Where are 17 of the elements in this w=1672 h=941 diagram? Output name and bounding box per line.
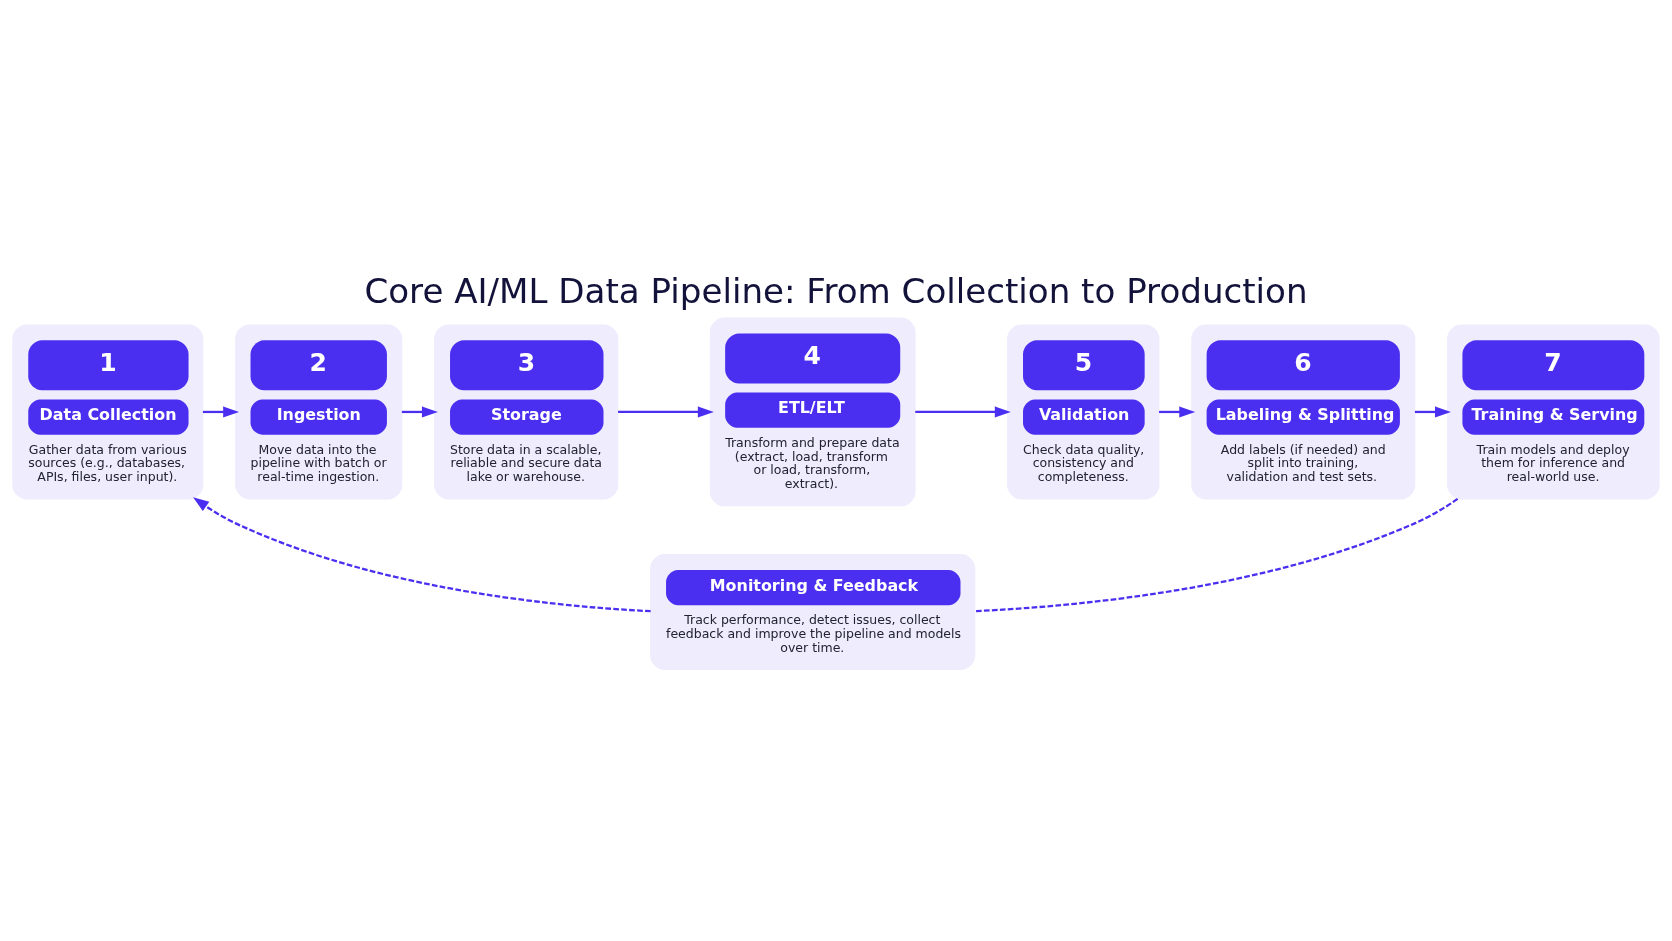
node-box: 6 Labeling & Splitting Add labels (if needed) and split into training, validation and test sets. <box>1191 324 1416 500</box>
arrow <box>915 406 1011 418</box>
node-box: 7 Training & Serving Train models and deploy them for inference and real-world use. <box>1447 324 1660 500</box>
arrow <box>193 497 651 613</box>
connector <box>974 498 1459 613</box>
node-box: 2 Ingestion Move data into the pipeline with batch or real-time ingestion. <box>235 324 403 500</box>
diagram-title: Core AI/ML Data Pipeline: From Collection to Production <box>364 271 1308 312</box>
arrow <box>401 406 438 418</box>
node-box: Monitoring & Feedback Track performance, detect issues, collect feedback and improve the pipeline and models over time. <box>650 554 976 671</box>
arrow <box>1159 406 1196 418</box>
arrow <box>202 406 240 418</box>
node-box: 5 Validation Check data quality, consistency and completeness. <box>1007 324 1160 500</box>
node-box: 3 Storage Store data in a scalable, reliable and secure data lake or warehouse. <box>434 324 619 500</box>
node-box: 4 ETL/ELT Transform and prepare data (extract, load, transform or load, transform, extract). <box>709 317 916 507</box>
node-box: 1 Data Collection Gather data from various sources (e.g., databases, APIs, files, user input). <box>12 324 204 500</box>
arrow <box>618 406 714 418</box>
arrow <box>1414 406 1451 418</box>
